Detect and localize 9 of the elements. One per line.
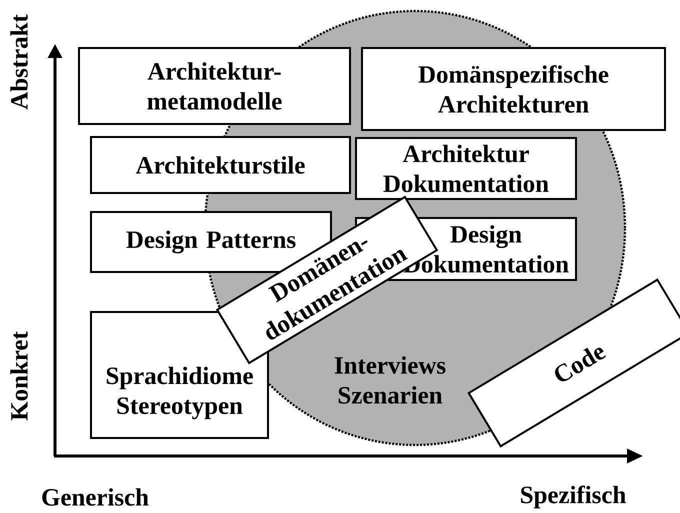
axis-label: Konkret bbox=[10, 331, 28, 420]
text-box: Architektur- metamodelle bbox=[78, 47, 351, 125]
axis-label: Spezifisch bbox=[521, 486, 626, 508]
axis-label: Abstrakt bbox=[10, 14, 28, 110]
node-label: Code bbox=[555, 348, 606, 382]
text-box: Domänspezifische Architekturen bbox=[361, 47, 666, 131]
axis-label: Generisch bbox=[42, 488, 149, 506]
text-box: Architekturstile bbox=[90, 136, 351, 194]
text-box: Architektur Dokumentation bbox=[355, 137, 577, 200]
